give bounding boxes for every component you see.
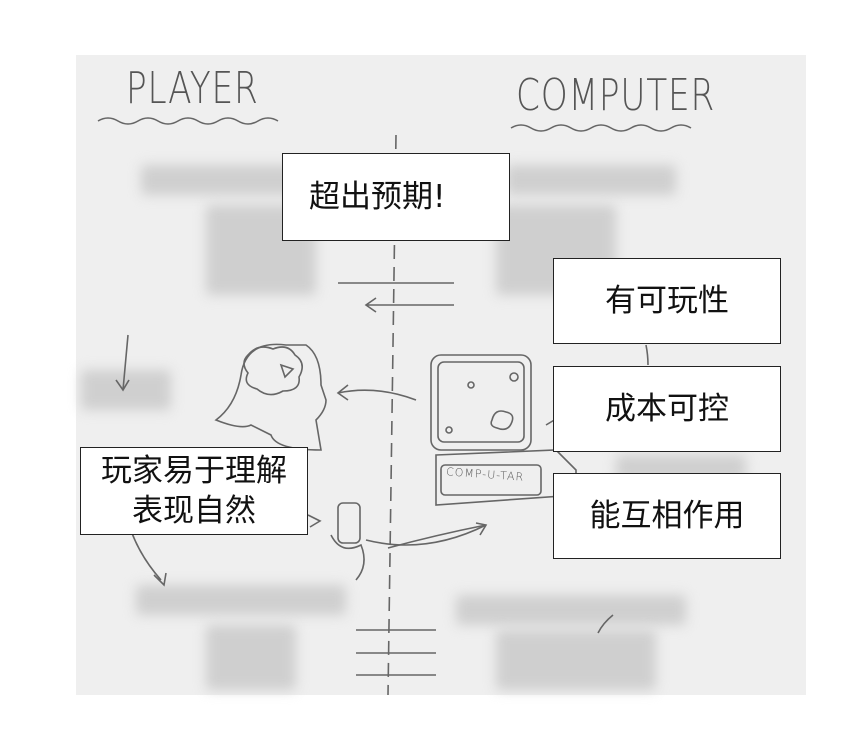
callout-cost-controlled: 成本可控 — [553, 366, 781, 452]
callout-text: 能互相作用 — [589, 498, 745, 534]
callout-text-line2: 表现自然 — [132, 493, 256, 529]
blurred-text — [206, 625, 296, 690]
callout-text: 成本可控 — [605, 391, 729, 427]
arrow-left-icon — [364, 297, 454, 313]
blurred-text — [81, 370, 171, 410]
callout-text: 超出预期! — [309, 179, 446, 215]
blurred-text — [506, 165, 676, 195]
player-underline — [97, 117, 279, 125]
callout-player-understands: 玩家易于理解 表现自然 — [80, 447, 308, 535]
callout-exceeds-expectations: 超出预期! — [282, 153, 510, 241]
callout-playable: 有可玩性 — [553, 258, 781, 344]
arrow-down-icon — [115, 334, 130, 392]
callout-text: 有可玩性 — [605, 283, 729, 319]
sketch-lines — [97, 117, 692, 695]
player-heading: PLAYER — [126, 63, 259, 114]
brain-icon — [243, 346, 303, 396]
controller-sketch — [337, 502, 361, 544]
computer-heading: COMPUTER — [516, 70, 716, 121]
blurred-text — [456, 595, 686, 625]
player-head-sketch — [214, 343, 327, 451]
blurred-text — [496, 630, 656, 690]
callout-text-line1: 玩家易于理解 — [101, 453, 287, 489]
callout-interactive: 能互相作用 — [553, 473, 781, 559]
computer-underline — [510, 124, 692, 132]
blurred-text — [136, 585, 346, 615]
monitor-sketch — [430, 354, 532, 451]
